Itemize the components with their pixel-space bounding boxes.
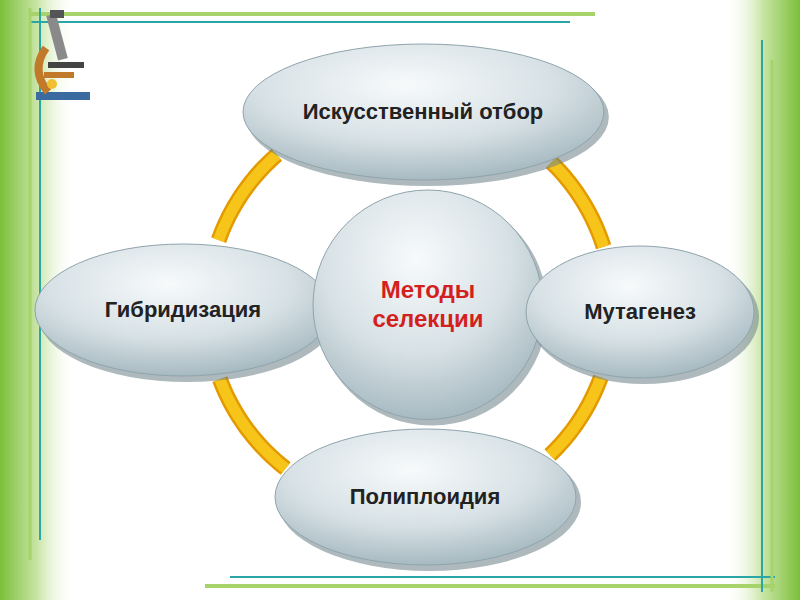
ring-arc-outline — [219, 155, 277, 240]
frame-lines — [30, 8, 775, 592]
ring-arc-outline — [220, 379, 286, 468]
ring-arc-outline — [551, 162, 603, 247]
method-ellipse: Полиплоидия — [273, 427, 578, 567]
method-ellipse: Гибридизация — [33, 242, 333, 378]
method-label: Мутагенез — [584, 299, 696, 325]
center-circle: Методы селекции — [311, 188, 545, 422]
method-label: Гибридизация — [105, 297, 261, 323]
microscope-icon — [36, 10, 90, 100]
ring-arc — [220, 379, 286, 468]
method-label: Искусственный отбор — [303, 99, 544, 125]
method-ellipse: Искусственный отбор — [241, 42, 606, 182]
ring-arc-outline — [550, 377, 601, 455]
ring-arc — [550, 377, 601, 455]
ring-arc — [219, 155, 277, 240]
ring-arc — [551, 162, 603, 247]
center-label: Методы селекции — [353, 276, 503, 334]
method-ellipse: Мутагенез — [524, 244, 756, 380]
method-label: Полиплоидия — [350, 484, 500, 510]
